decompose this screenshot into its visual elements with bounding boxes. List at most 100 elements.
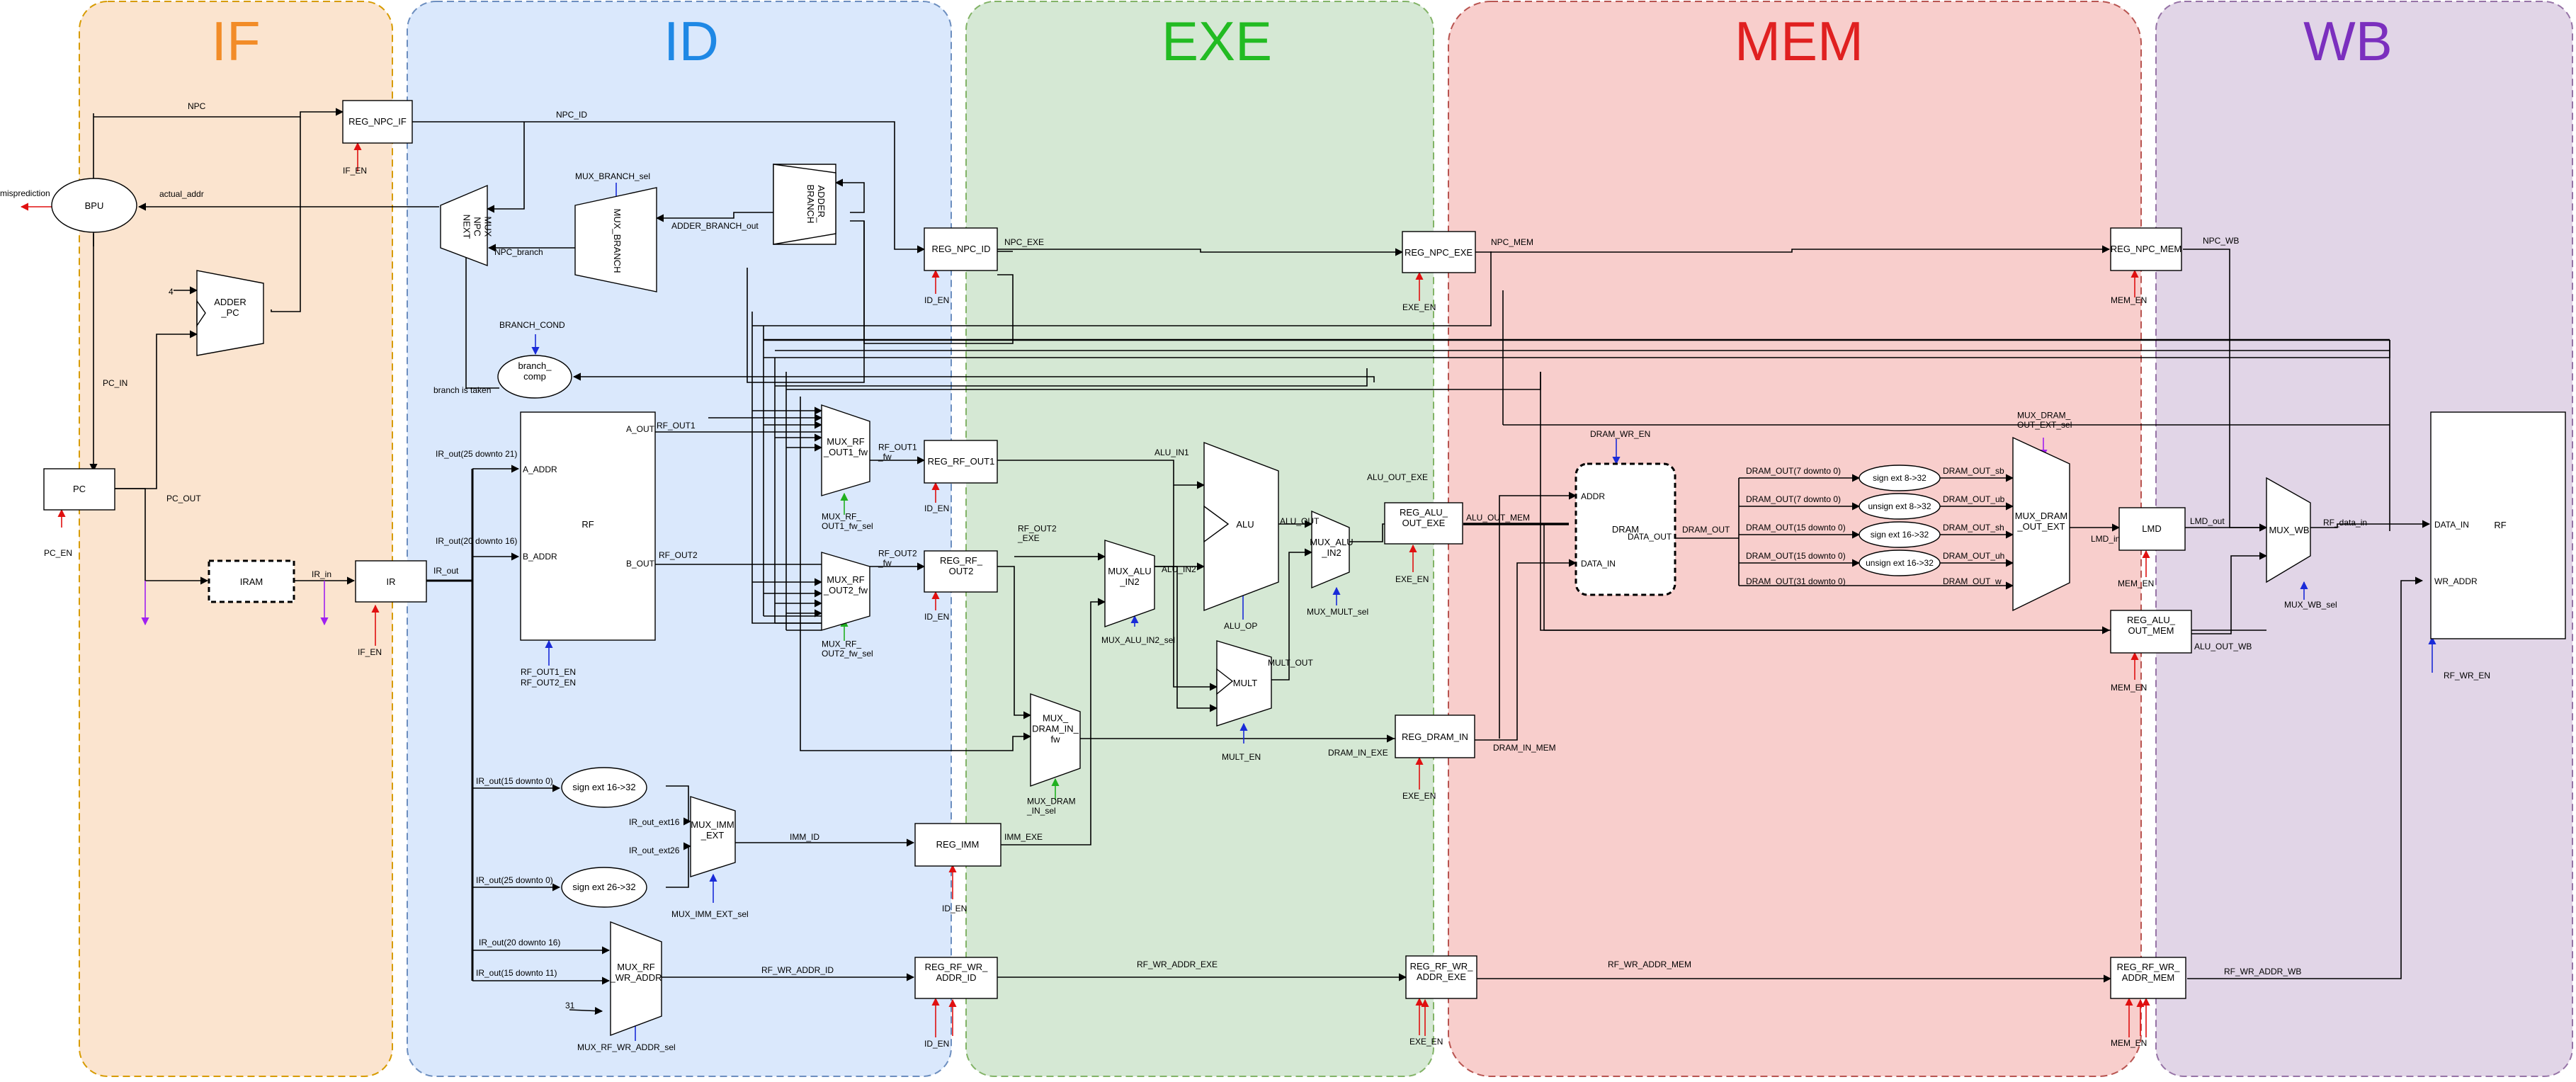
a-out-label: A_OUT <box>626 424 655 434</box>
npc-id-label: NPC_ID <box>556 110 587 120</box>
mult-out-label: MULT_OUT <box>1268 658 1313 668</box>
mult-unit <box>1216 640 1272 727</box>
dram-out-ub-label: DRAM_OUT_ub <box>1943 494 2005 504</box>
signal-labels: NPC NPC_ID NPC_EXE NPC_MEM NPC_WB NPC_br… <box>0 101 2490 1052</box>
reg-npc-if-label: REG_NPC_IF <box>348 116 407 127</box>
mux-npc-label: MUXNPCNEXT <box>461 215 493 239</box>
mem-en2-label: MEM_EN <box>2118 579 2154 588</box>
dram-out-15-0a-label: DRAM_OUT(15 downto 0) <box>1746 523 1846 533</box>
mux-branch <box>574 187 657 292</box>
alu-out-exe-label: ALU_OUT_EXE <box>1367 472 1428 482</box>
alu-in1-label: ALU_IN1 <box>1154 448 1189 457</box>
lmd-register <box>2118 507 2186 551</box>
npc-exe-label: NPC_EXE <box>1004 237 1044 247</box>
rf-out1-label: RF_OUT1 <box>657 421 696 431</box>
data-in-label: DATA_IN <box>1581 559 1616 569</box>
if-en-label: IF_EN <box>343 166 367 176</box>
branch-comp-label: branch_comp <box>518 360 552 382</box>
npc-branch-label: NPC_branch <box>494 247 543 257</box>
ir-out-ext16-label: IR_out_ext16 <box>629 817 680 827</box>
sign-ext26-label: sign ext 26->32 <box>572 882 635 892</box>
adder-pc-label: ADDER_PC <box>214 297 246 318</box>
alu-label: ALU <box>1236 519 1254 530</box>
rf-out2-en-label: RF_OUT2_EN <box>521 678 576 688</box>
bpu-block <box>51 178 137 233</box>
mux-branch-label: MUX_BRANCH <box>612 208 623 273</box>
reg-alu-out-exe-register <box>1384 502 1463 545</box>
pc-label: PC <box>73 484 86 494</box>
reg-npc-id-label: REG_NPC_ID <box>931 244 990 254</box>
stage-id-title: ID <box>664 10 719 72</box>
rf-data-in-label: RF_data_in <box>2323 518 2367 528</box>
mux-dram-out-ext-label: MUX_DRAM_OUT_EXT <box>2015 511 2067 532</box>
rf-out1-fw-label: RF_OUT1_fw <box>878 442 917 462</box>
id-en1-label: ID_EN <box>924 295 949 305</box>
dram-out-7-0b-label: DRAM_OUT(7 downto 0) <box>1746 494 1841 504</box>
mult-notch <box>1216 668 1234 695</box>
data-wires <box>20 108 2431 1015</box>
mux-wb-sel-label: MUX_WB_sel <box>2284 600 2337 610</box>
mux-dram-in-sel-label: MUX_DRAM_IN_sel <box>1026 796 1076 816</box>
dram-out-sb-label: DRAM_OUT_sb <box>1943 466 2004 476</box>
id-en4-label: ID_EN <box>942 904 967 913</box>
rf-wb-label: RF <box>2494 520 2506 530</box>
blocks <box>43 100 2566 1037</box>
pc-in-label: PC_IN <box>103 378 127 388</box>
dram-out-sh-label: DRAM_OUT_sh <box>1943 523 2004 533</box>
mux-wb <box>2266 477 2311 583</box>
reg-dram-in-label: REG_DRAM_IN <box>1402 731 1468 742</box>
rf-wr-addr-exe-label: RF_WR_ADDR_EXE <box>1137 959 1218 969</box>
mem-en1-label: MEM_EN <box>2111 295 2147 305</box>
mux-npc <box>440 184 488 267</box>
a-addr-label: A_ADDR <box>523 465 557 474</box>
id-en5-label: ID_EN <box>924 1039 949 1049</box>
dram-label: DRAM <box>1612 524 1639 535</box>
mux-branch-sel-label: MUX_BRANCH_sel <box>575 171 650 181</box>
mux-dram-in-fw-label: MUX_DRAM_IN_fw <box>1032 713 1079 745</box>
npc-mem-label: NPC_MEM <box>1491 237 1533 247</box>
reg-alu-out-mem-register <box>2110 610 2192 654</box>
mux-rf-wr-addr-label: MUX_RF_WR_ADDR <box>610 962 662 983</box>
mem-en4-label: MEM_EN <box>2111 1038 2147 1048</box>
rf-wr-addr-id-label: RF_WR_ADDR_ID <box>761 965 834 975</box>
mult-label: MULT <box>1233 678 1257 688</box>
branch-cond-label: BRANCH_COND <box>499 320 565 330</box>
adder-branch-shape <box>773 164 836 245</box>
stage-wb-title: WB <box>2303 10 2393 72</box>
mux-rf-out2-fw <box>821 552 870 631</box>
npc-label: NPC <box>188 101 206 111</box>
reg-alu-out-exe-label: REG_ALU_OUT_EXE <box>1400 507 1448 528</box>
adder-pc-notch <box>196 299 206 328</box>
addr-label: ADDR <box>1581 491 1605 501</box>
sign-ext16-label: sign ext 16->32 <box>572 782 635 792</box>
lmd-out-label: LMD_out <box>2190 516 2225 526</box>
ir-15-0-label: IR_out(15 downto 0) <box>476 776 553 786</box>
mem-en3-label: MEM_EN <box>2111 683 2147 693</box>
mux-alu-in2b-label: MUX_ALU_IN2 <box>1310 537 1353 558</box>
reg-dram-in-register <box>1395 714 1475 758</box>
actual-addr-label: actual_addr <box>159 189 204 199</box>
reg-npc-exe-label: REG_NPC_EXE <box>1405 247 1473 258</box>
unsign-ext-16-block <box>1859 549 1941 576</box>
ir-20-16b-label: IR_out(20 downto 16) <box>479 938 560 947</box>
four-label: 4 <box>169 287 174 297</box>
reg-rf-wr-addr-mem-label: REG_RF_WR_ADDR_MEM <box>2117 962 2181 983</box>
mux-rf-wr-addr-sel-label: MUX_RF_WR_ADDR_sel <box>577 1042 676 1052</box>
mux-wb-label: MUX_WB <box>2269 525 2309 535</box>
rf-out2-exe-label: RF_OUT2_EXE <box>1017 523 1057 543</box>
reg-npc-mem-label: REG_NPC_MEM <box>2111 244 2181 254</box>
iram-memory <box>208 559 295 603</box>
pc-register <box>43 468 115 511</box>
mux-rf-out2-fw-label: MUX_RF_OUT2_fw <box>823 574 868 596</box>
mux-alu-in2 <box>1104 540 1155 627</box>
id-en3-label: ID_EN <box>924 612 949 622</box>
ir-25-0-label: IR_out(25 downto 0) <box>476 875 553 885</box>
data-out-label: DATA_OUT <box>1628 532 1672 542</box>
rf-wr-addr-mem-label: RF_WR_ADDR_MEM <box>1608 959 1691 969</box>
alu-unit <box>1203 441 1279 612</box>
sign-ext-26-block <box>561 867 647 908</box>
reg-rf-wr-addr-id-register <box>914 957 998 999</box>
dram-out-31-0-label: DRAM_OUT(31 downto 0) <box>1746 576 1846 586</box>
alu-out-wb-label: ALU_OUT_WB <box>2194 642 2252 651</box>
reg-rf-out2-register <box>924 550 998 593</box>
